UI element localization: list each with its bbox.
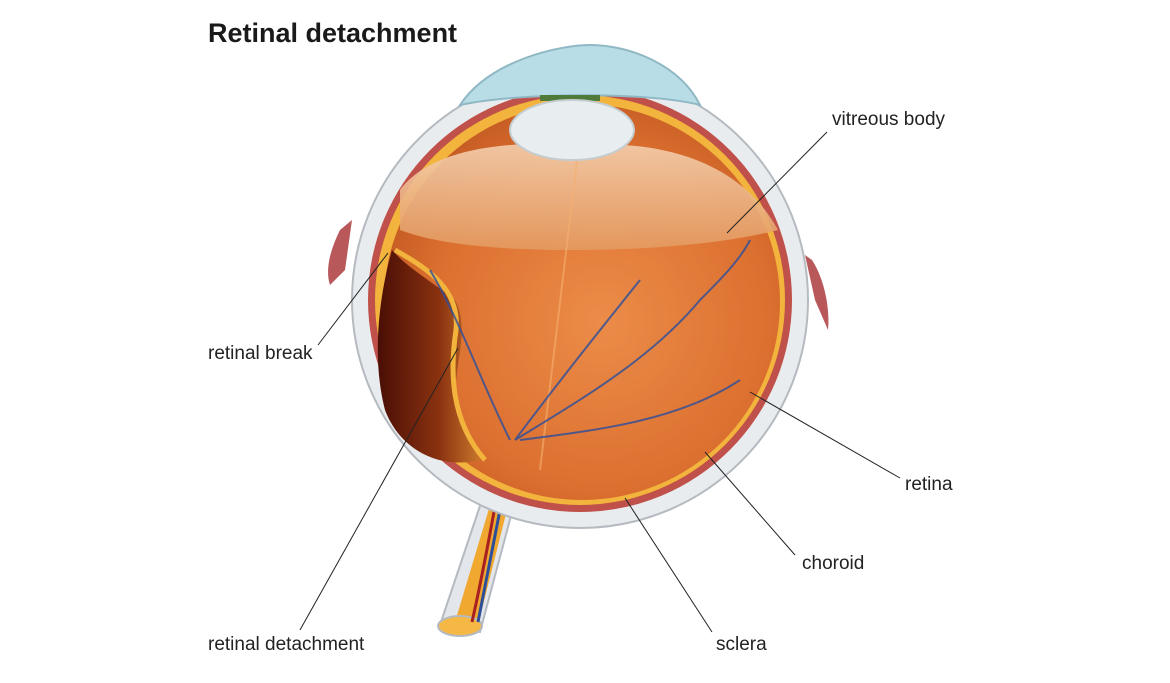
- muscle-right: [805, 255, 829, 330]
- label-retinal-break: retinal break: [208, 343, 313, 364]
- leader-retina: [749, 391, 901, 479]
- label-vitreous-body: vitreous body: [832, 109, 946, 130]
- ciliary-zone: [400, 143, 778, 250]
- label-retina: retina: [905, 474, 953, 495]
- label-retinal-detachment: retinal detachment: [208, 634, 365, 655]
- leader-retinal-detachment: [299, 347, 459, 631]
- label-choroid: choroid: [802, 553, 865, 574]
- muscle-left: [328, 220, 352, 285]
- leader-vitreous-body: [726, 131, 828, 234]
- diagram-title: Retinal detachment: [208, 18, 458, 48]
- label-sclera: sclera: [716, 634, 767, 655]
- leader-retinal-break: [317, 252, 389, 346]
- leader-choroid: [704, 451, 796, 556]
- lens: [509, 99, 635, 161]
- leader-lines: [299, 131, 901, 633]
- blood-vessels: [429, 239, 751, 441]
- leader-sclera: [624, 497, 713, 633]
- iris: [540, 95, 600, 101]
